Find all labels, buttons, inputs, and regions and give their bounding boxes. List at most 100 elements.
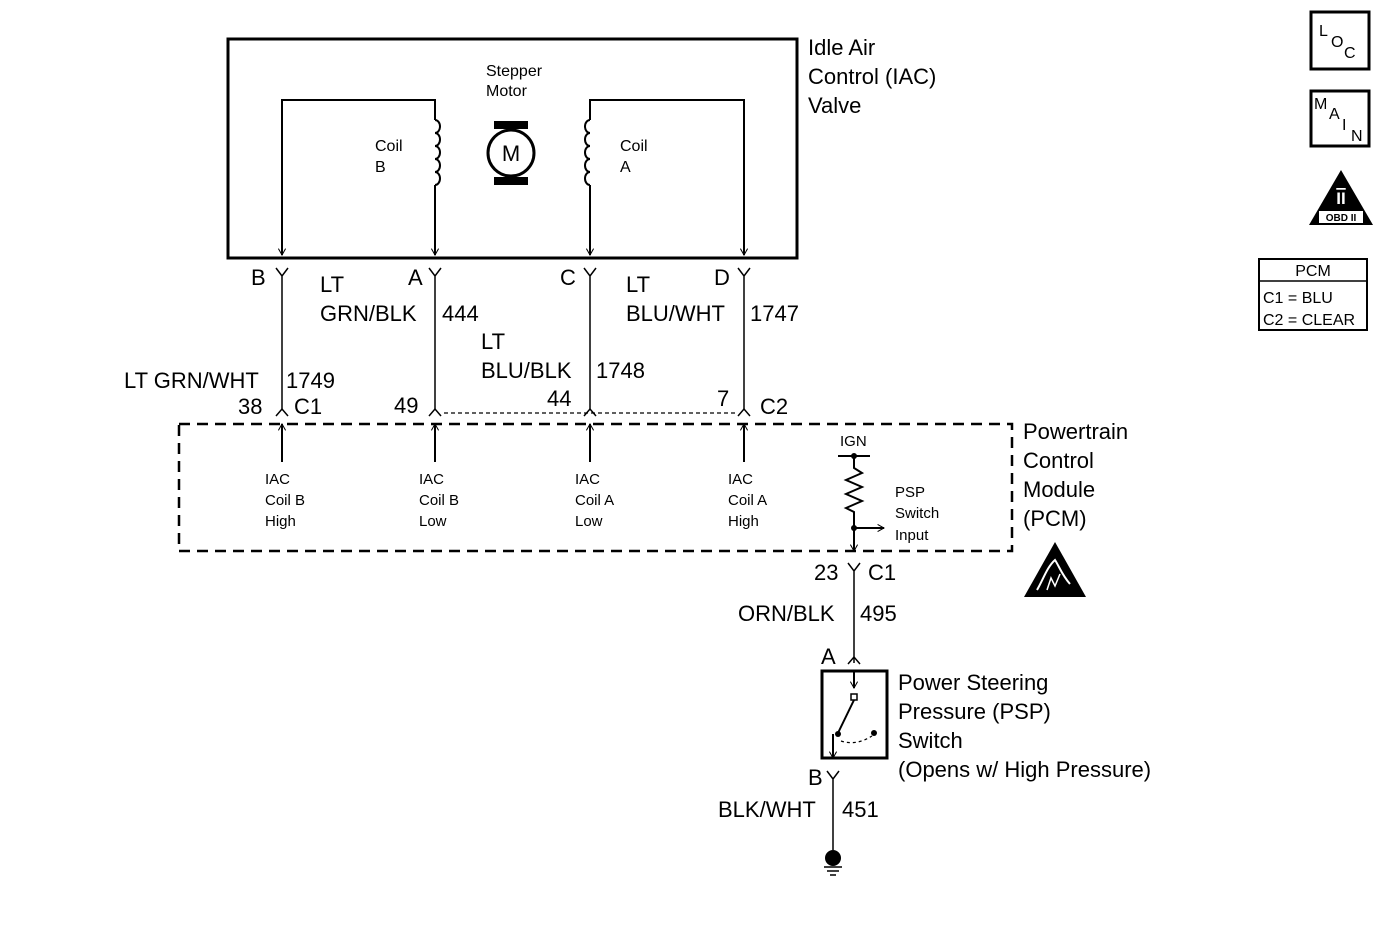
- coil-a-wire-upper: [589, 99, 745, 255]
- psp-input-label-2: Switch: [895, 505, 939, 522]
- pcm-pin-23: 23: [814, 560, 838, 585]
- coil-b-label-2: B: [375, 159, 386, 176]
- valve-pin-d: D: [714, 265, 730, 290]
- wire-1747-circuit: 1747: [750, 301, 799, 326]
- esd-warning-icon: [1024, 542, 1086, 597]
- pcm-pin-38-connector: [275, 407, 289, 417]
- pull-up-resistor-icon: [843, 456, 865, 548]
- wire-1749-color: LT GRN/WHT: [124, 368, 259, 393]
- iac-valve-title-2: Control (IAC): [808, 64, 936, 89]
- iac-valve-box: [226, 37, 799, 260]
- stepper-motor-icon: M: [486, 121, 536, 185]
- pcm-circuit-2-line-1: IAC: [419, 471, 444, 488]
- pcm-circuit-4-line-3: High: [728, 513, 759, 530]
- pcm-pin-49-connector: [428, 407, 442, 417]
- valve-pin-c: C: [560, 265, 576, 290]
- coil-a-label-1: Coil: [620, 138, 648, 155]
- psp-switch-blade-icon: [837, 699, 855, 734]
- iac-valve-title-1: Idle Air: [808, 35, 875, 60]
- legend-panel: L O C M A I N II OBD II PCM C1 = BLU C2 …: [1258, 10, 1373, 331]
- wire-451-color: BLK/WHT: [718, 797, 816, 822]
- wire-1747-color-1: LT: [626, 272, 650, 297]
- loc-letter-c: C: [1344, 45, 1356, 62]
- psp-switch-circuit: 23 C1 ORN/BLK 495 A B BLK/WHT 451 Power …: [718, 560, 1151, 876]
- valve-pin-a: A: [408, 265, 423, 290]
- main-letter-a: A: [1329, 106, 1340, 123]
- loc-button[interactable]: L O C: [1309, 10, 1371, 71]
- wire-495-color: ORN/BLK: [738, 601, 835, 626]
- pcm-circuit-4-line-1: IAC: [728, 471, 753, 488]
- pcm-dashed-outline: [177, 422, 1014, 553]
- coil-a-label-2: A: [620, 159, 631, 176]
- wire-444-color-2: GRN/BLK: [320, 301, 417, 326]
- pcm-legend-c2: C2 = CLEAR: [1263, 312, 1355, 329]
- pcm-pin-7-connector: [737, 407, 751, 417]
- psp-switch-title-1: Power Steering: [898, 670, 1048, 695]
- ign-label: IGN: [840, 433, 867, 450]
- pcm-connector-c2-label: C2: [760, 394, 788, 419]
- obd-ii-label: OBD II: [1326, 213, 1357, 224]
- coil-b-label-1: Coil: [375, 138, 403, 155]
- pcm-circuit-1-line-2: Coil B: [265, 492, 305, 509]
- coil-b-wire-upper: [281, 99, 436, 255]
- wire-1748: [583, 267, 597, 410]
- wire-495: [847, 562, 861, 663]
- pcm-legend-title: PCM: [1295, 263, 1331, 280]
- pcm-circuit-2-line-2: Coil B: [419, 492, 459, 509]
- iac-wiring: B A C D LT GRN/BLK 444 LT BLU/WHT 1747 L…: [124, 265, 799, 419]
- pcm-pin-38: 38: [238, 394, 262, 419]
- main-letter-n: N: [1351, 128, 1363, 145]
- pcm-circuit-1-line-1: IAC: [265, 471, 290, 488]
- valve-pin-b: B: [251, 265, 266, 290]
- pcm-circuit-3-line-3: Low: [575, 513, 603, 530]
- wire-451-circuit: 451: [842, 797, 879, 822]
- psp-pin-a: A: [821, 644, 836, 669]
- wire-444-color-1: LT: [320, 272, 344, 297]
- wire-1747: [737, 267, 751, 410]
- stepper-motor-label-2: Motor: [486, 83, 528, 100]
- ground-icon: [824, 850, 842, 876]
- wire-1749-circuit: 1749: [286, 368, 335, 393]
- wire-1748-color-2: BLU/BLK: [481, 358, 572, 383]
- pcm-circuit-4-line-2: Coil A: [728, 492, 767, 509]
- stepper-motor-label-1: Stepper: [486, 63, 543, 80]
- loc-letter-o: O: [1331, 34, 1343, 51]
- pcm-circuit-1-line-3: High: [265, 513, 296, 530]
- pcm-connector-c1-label: C1: [294, 394, 322, 419]
- wire-495-circuit: 495: [860, 601, 897, 626]
- psp-switch-title-4: (Opens w/ High Pressure): [898, 757, 1151, 782]
- pcm-title-3: Module: [1023, 477, 1095, 502]
- main-letter-m: M: [1314, 96, 1327, 113]
- obd-ii-symbol: II: [1336, 189, 1345, 208]
- loc-letter-l: L: [1319, 23, 1328, 40]
- psp-switch-pivot: [835, 731, 841, 737]
- pcm-connector-legend: PCM C1 = BLU C2 = CLEAR: [1258, 258, 1368, 331]
- psp-switch-title-2: Pressure (PSP): [898, 699, 1051, 724]
- obd-ii-icon[interactable]: II OBD II: [1309, 170, 1373, 225]
- wire-1748-circuit: 1748: [596, 358, 645, 383]
- psp-input-label-3: Input: [895, 527, 929, 544]
- wire-444: [428, 267, 442, 410]
- pcm-circuit-3-line-1: IAC: [575, 471, 600, 488]
- psp-switch-contact-open: [871, 730, 877, 736]
- pcm-pin-7: 7: [717, 386, 729, 411]
- pcm-pin-49: 49: [394, 393, 418, 418]
- wire-451: [826, 770, 840, 850]
- pcm-pin-44-connector: [583, 407, 597, 417]
- iac-valve-title-3: Valve: [808, 93, 861, 118]
- psp-switch-contact-top: [850, 693, 858, 701]
- psp-pin-b: B: [808, 765, 823, 790]
- main-letter-i: I: [1342, 117, 1346, 134]
- pcm-circuit-3-line-2: Coil A: [575, 492, 614, 509]
- pcm-legend-c1: C1 = BLU: [1263, 290, 1333, 307]
- coil-b-winding-icon: [434, 119, 441, 186]
- pcm-title-1: Powertrain: [1023, 419, 1128, 444]
- main-button[interactable]: M A I N: [1309, 89, 1371, 148]
- psp-input-label-1: PSP: [895, 484, 925, 501]
- psp-pin-a-connector: [847, 655, 861, 665]
- psp-switch-travel-arc: [840, 735, 873, 744]
- pcm-title-2: Control: [1023, 448, 1094, 473]
- pcm-title-4: (PCM): [1023, 506, 1087, 531]
- psp-switch-title-3: Switch: [898, 728, 963, 753]
